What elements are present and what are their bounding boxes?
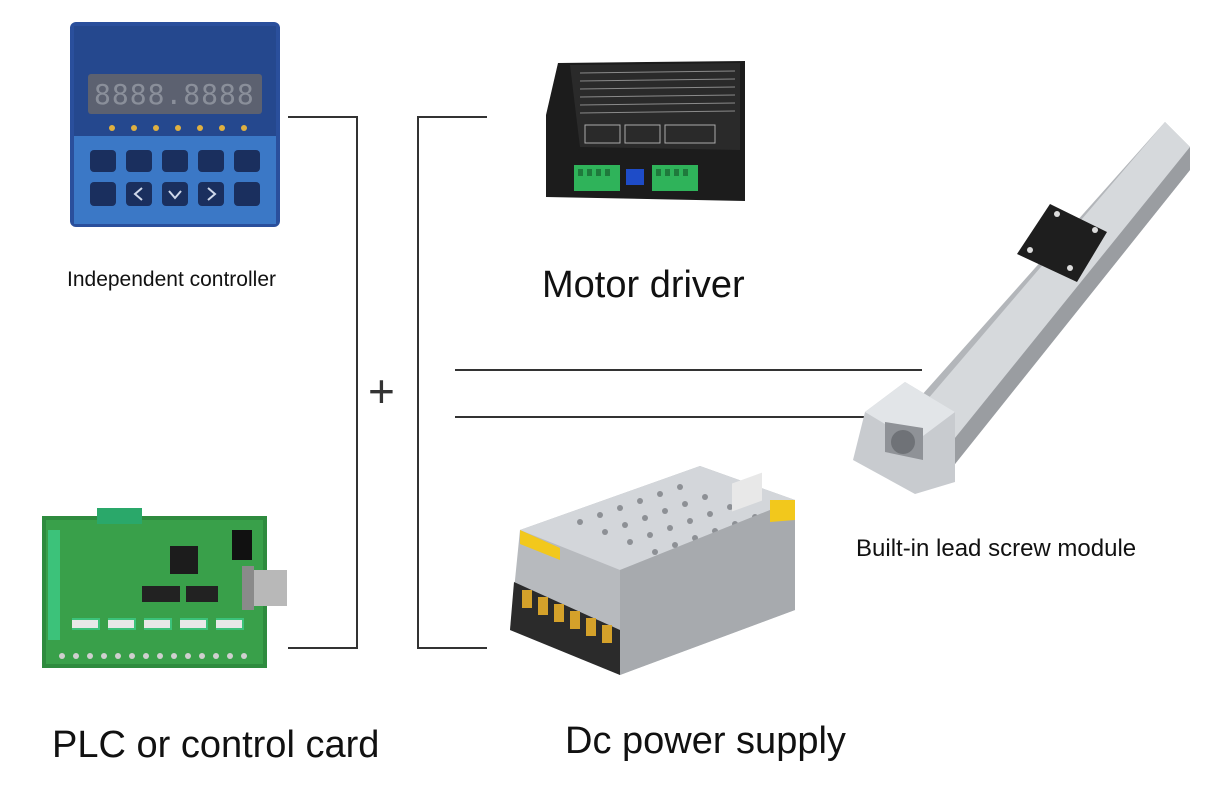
right-bracket-line: [417, 116, 487, 649]
controller-label: Independent controller: [67, 268, 276, 291]
power-supply-icon: [510, 466, 795, 675]
plc-label: PLC or control card: [52, 724, 380, 766]
motor-driver-label: Motor driver: [542, 264, 745, 306]
left-bracket-line: [288, 116, 358, 649]
plus-symbol: +: [368, 365, 395, 417]
lead-screw-module-icon: [853, 122, 1190, 494]
control-card-icon: [42, 508, 287, 668]
module-label: Built-in lead screw module: [856, 535, 1137, 562]
power-supply-label: Dc power supply: [565, 720, 846, 762]
controller-display-digits: 8888.8888: [94, 78, 255, 111]
controller-icon: 8888.8888: [70, 22, 280, 227]
motor-driver-icon: [546, 61, 745, 201]
